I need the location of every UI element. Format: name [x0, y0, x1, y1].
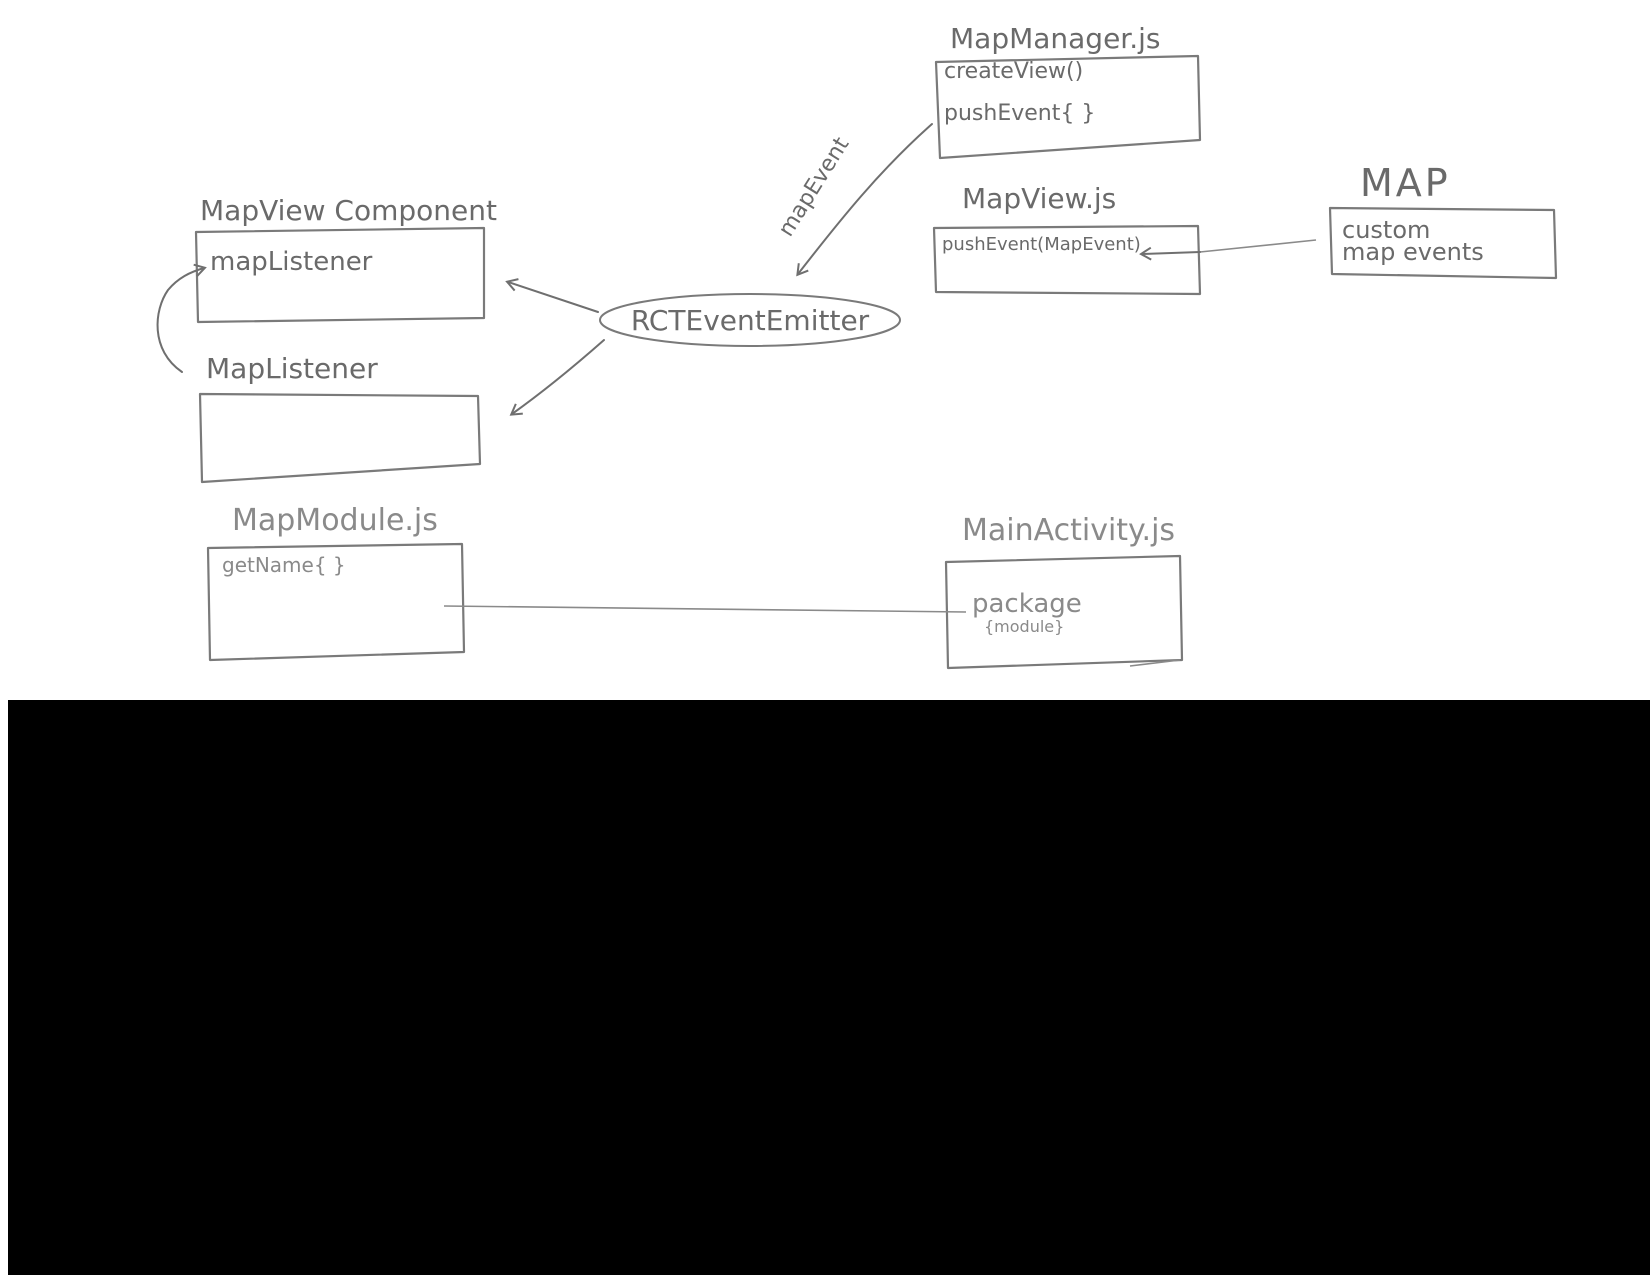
- map-module-box: [206, 542, 466, 662]
- map-line-custom: custom: [1342, 216, 1430, 244]
- event-emitter-label: RCTEventEmitter: [631, 304, 870, 337]
- black-area: [0, 700, 1650, 1275]
- map-line-events: map events: [1342, 238, 1484, 266]
- map-view-js-node: MapView.js pushEvent(MapEvent): [932, 182, 1202, 296]
- architecture-diagram: MapManager.js createView() pushEvent{ } …: [156, 22, 1558, 670]
- main-activity-package: package: [972, 589, 1082, 619]
- sketch-paper: [0, 0, 1650, 700]
- map-manager-method-create-view: createView(): [944, 59, 1083, 84]
- map-module-method: getName{ }: [222, 553, 346, 577]
- listener-to-component-arrow: [156, 263, 207, 373]
- main-activity-box: [944, 554, 1184, 670]
- map-view-component-node: MapView Component mapListener: [194, 194, 497, 324]
- map-view-js-title: MapView.js: [962, 182, 1116, 215]
- map-manager-node: MapManager.js createView() pushEvent{ }: [934, 22, 1202, 160]
- map-module-node: MapModule.js getName{ }: [206, 503, 466, 662]
- map-event-label: mapEvent: [774, 133, 855, 241]
- map-view-component-box: [194, 226, 486, 324]
- map-view-js-box: [932, 224, 1202, 296]
- map-box: [1328, 206, 1558, 280]
- map-view-component-title: MapView Component: [200, 194, 497, 227]
- emitter-to-listener-arrow: [509, 339, 605, 416]
- main-activity-underline: [1129, 659, 1181, 667]
- map-node: MAP custom map events: [1328, 161, 1558, 280]
- module-to-activity-line: [443, 605, 967, 613]
- map-listener-box: [198, 392, 482, 484]
- emitter-to-component-arrow: [505, 278, 599, 313]
- main-activity-node: MainActivity.js package {module}: [944, 513, 1184, 670]
- map-module-title: MapModule.js: [232, 503, 438, 538]
- map-event-arrow: [796, 123, 933, 277]
- map-listener-title: MapListener: [206, 352, 378, 385]
- main-activity-title: MainActivity.js: [962, 513, 1175, 548]
- event-emitter-node: RCTEventEmitter: [599, 293, 901, 347]
- event-emitter-ellipse: [599, 293, 901, 347]
- mapview-event-arrow: [1139, 246, 1201, 261]
- map-view-component-item: mapListener: [210, 247, 373, 277]
- map-manager-box: [934, 54, 1202, 160]
- main-activity-module: {module}: [984, 617, 1064, 636]
- map-listener-node: MapListener: [198, 352, 482, 484]
- map-manager-title: MapManager.js: [950, 22, 1161, 55]
- map-title: MAP: [1360, 161, 1451, 205]
- map-manager-method-push-event: pushEvent{ }: [944, 101, 1095, 126]
- left-edge-strip: [0, 0, 8, 1275]
- map-to-mapview-line: [1199, 239, 1317, 253]
- map-view-js-method: pushEvent(MapEvent): [942, 234, 1141, 255]
